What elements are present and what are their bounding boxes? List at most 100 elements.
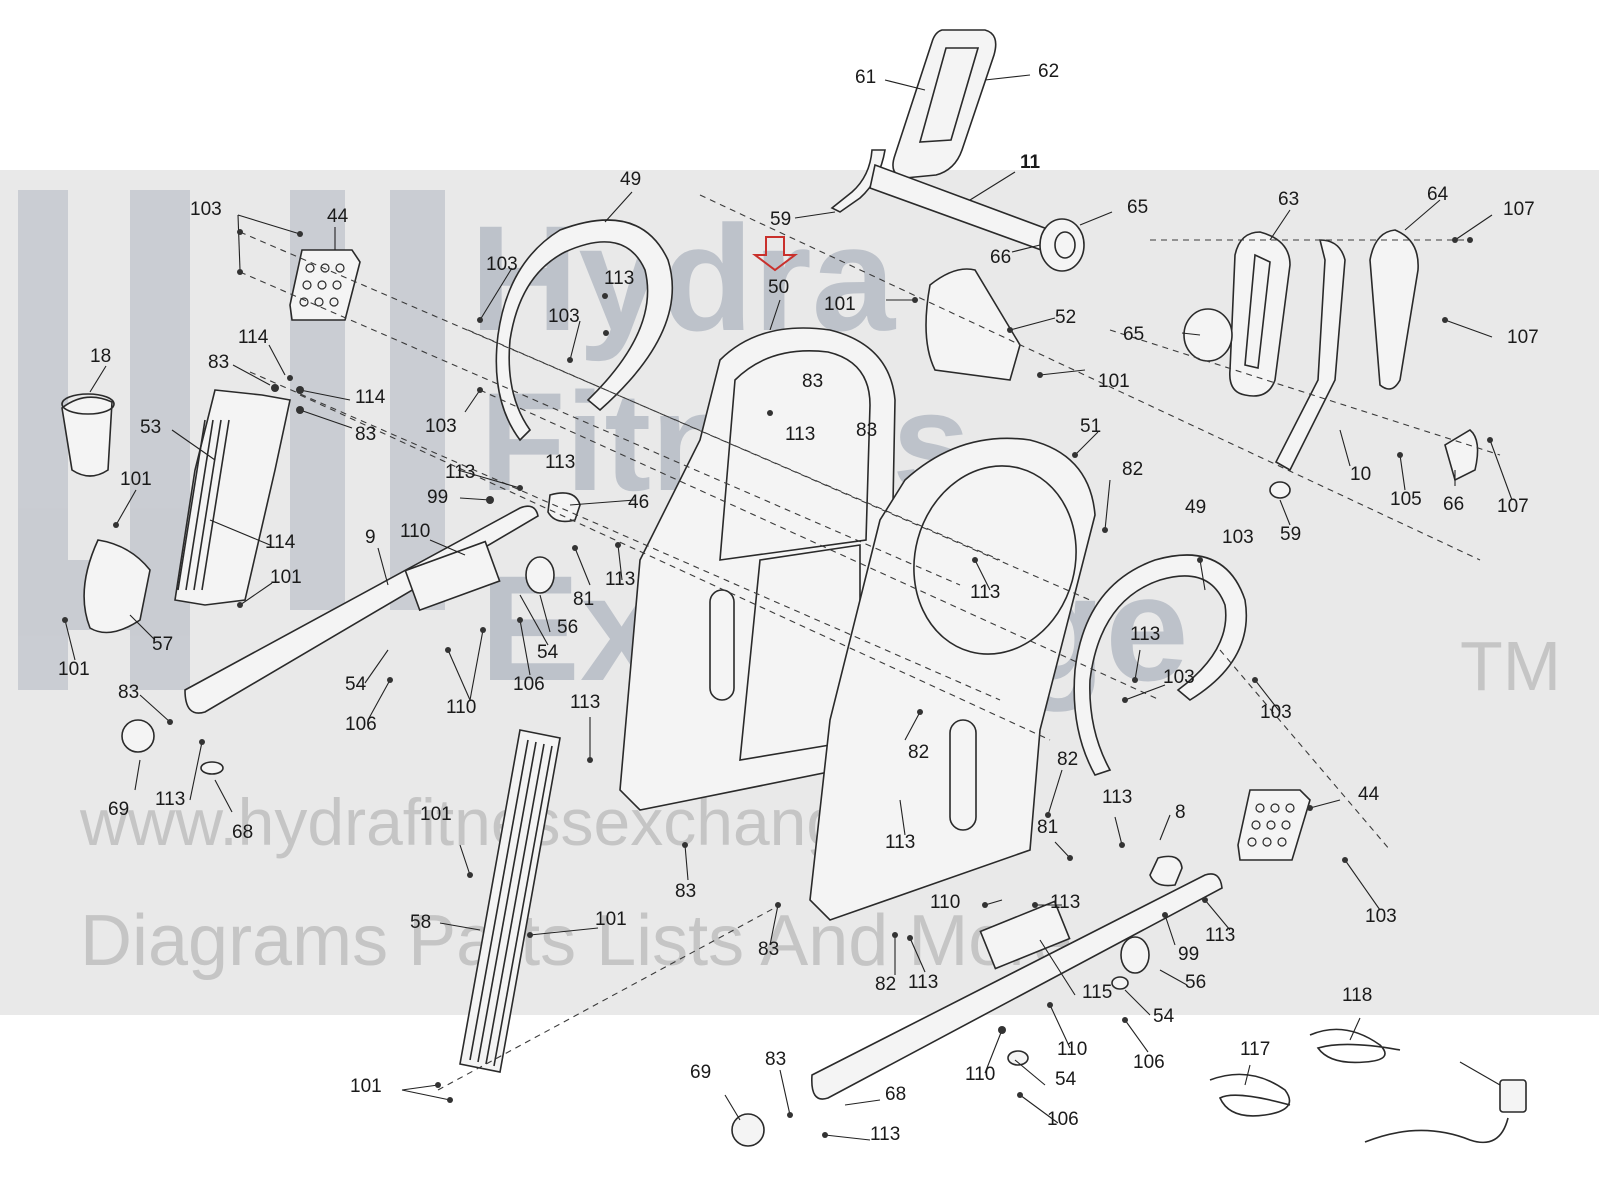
label-58: 8 [1175, 802, 1186, 823]
label-81: 81 [1037, 817, 1058, 838]
label-69: 68 [885, 1084, 906, 1105]
label-106: 106 [1133, 1052, 1165, 1073]
label-65: 65 [1123, 324, 1144, 345]
label-53: 53 [140, 417, 161, 438]
part-cover-44-right [1237, 789, 1311, 861]
label-61: 61 [855, 67, 876, 88]
label-106: 106 [345, 714, 377, 735]
label-101: 101 [58, 659, 90, 680]
label-113: 113 [445, 462, 475, 483]
label-105: 105 [1390, 489, 1422, 510]
watermark-trademark: TM [1460, 627, 1561, 705]
label-82: 82 [1122, 459, 1143, 480]
label-113: 113 [1205, 925, 1235, 946]
label-81: 81 [573, 589, 594, 610]
label-82: 82 [1057, 749, 1078, 770]
label-50: 50 [768, 277, 789, 298]
label-18: 18 [90, 346, 111, 367]
label-82: 82 [908, 742, 929, 763]
label-59: 59 [770, 209, 791, 230]
label-101: 101 [1098, 371, 1130, 392]
label-107: 107 [1497, 496, 1529, 517]
label-106: 106 [1047, 1109, 1079, 1130]
label-117: 118 [1342, 985, 1372, 1006]
label-103: 103 [190, 199, 222, 220]
label-110: 110 [965, 1064, 995, 1085]
part-frame-51 [809, 437, 1096, 921]
label-8: 115 [1082, 982, 1112, 1003]
part-arc-49-right [1073, 554, 1248, 776]
label-110: 110 [930, 892, 960, 913]
label-103: 103 [425, 416, 457, 437]
label-101: 101 [120, 469, 152, 490]
label-113: 113 [1102, 787, 1132, 808]
label-114: 114 [355, 387, 386, 408]
screw-dots [62, 229, 1493, 1138]
part-frame-50 [619, 327, 896, 811]
part-cover-44-left [289, 249, 361, 321]
label-113: 113 [885, 832, 915, 853]
label-101: 101 [420, 804, 452, 825]
label-51: 51 [1080, 416, 1101, 437]
label-65: 65 [1127, 197, 1148, 218]
label-99: 99 [1178, 944, 1199, 965]
label-114: 114 [265, 532, 296, 553]
label-110: 110 [400, 521, 430, 542]
label-101: 101 [824, 294, 856, 315]
label-11: 11 [1020, 152, 1041, 173]
label-46: 46 [628, 492, 649, 513]
label-115: 117 [1240, 1039, 1270, 1060]
part-cup-18 [61, 393, 115, 477]
part-cables [1209, 1028, 1527, 1144]
label-113: 113 [570, 692, 600, 713]
label-55: 69 [108, 799, 129, 820]
label-10: 10 [1350, 464, 1371, 485]
label-99: 99 [427, 487, 448, 508]
label-9: 9 [365, 527, 376, 548]
label-56: 54 [345, 674, 367, 695]
label-56: 54 [1055, 1069, 1077, 1090]
label-55: 69 [690, 1062, 711, 1083]
label-83: 83 [758, 939, 779, 960]
label-57: 56 [557, 617, 578, 638]
label-101: 101 [270, 567, 302, 588]
label-114: 114 [238, 327, 269, 348]
label-83: 83 [208, 352, 229, 373]
label-44: 44 [327, 206, 349, 227]
label-83: 83 [856, 420, 877, 441]
label-64: 64 [1427, 184, 1449, 205]
part-rail-68 [459, 729, 561, 1073]
label-56: 54 [537, 642, 559, 663]
label-106: 106 [513, 674, 545, 695]
label-110: 110 [1057, 1039, 1087, 1060]
label-57: 56 [1185, 972, 1206, 993]
label-103: 103 [548, 306, 580, 327]
label-103: 103 [1163, 667, 1195, 688]
label-69: 68 [232, 822, 253, 843]
label-49: 49 [1185, 497, 1206, 518]
label-83: 83 [765, 1049, 786, 1070]
label-103: 103 [1260, 702, 1292, 723]
label-49: 49 [620, 169, 641, 190]
label-113: 113 [970, 582, 1000, 603]
label-44: 44 [1358, 784, 1380, 805]
label-52: 52 [1055, 307, 1076, 328]
part-crossbar-9 [121, 492, 581, 775]
label-68: 58 [410, 912, 431, 933]
label-113: 113 [605, 569, 635, 590]
label-110: 110 [446, 697, 476, 718]
label-113: 113 [155, 789, 185, 810]
label-63: 63 [1278, 189, 1299, 210]
label-113: 113 [785, 424, 815, 445]
label-113: 113 [1050, 892, 1080, 913]
label-56: 54 [1153, 1006, 1175, 1027]
label-83: 83 [675, 881, 696, 902]
label-103: 103 [1365, 906, 1397, 927]
label-66: 66 [1443, 494, 1464, 515]
callout-labels: 61 62 11 59 65 66 49 103 44 103 113 50 1… [58, 61, 1539, 1145]
part-handle-upper [830, 29, 1085, 272]
label-101: 101 [350, 1076, 382, 1097]
label-66: 66 [990, 247, 1011, 268]
label-113: 113 [545, 452, 575, 473]
